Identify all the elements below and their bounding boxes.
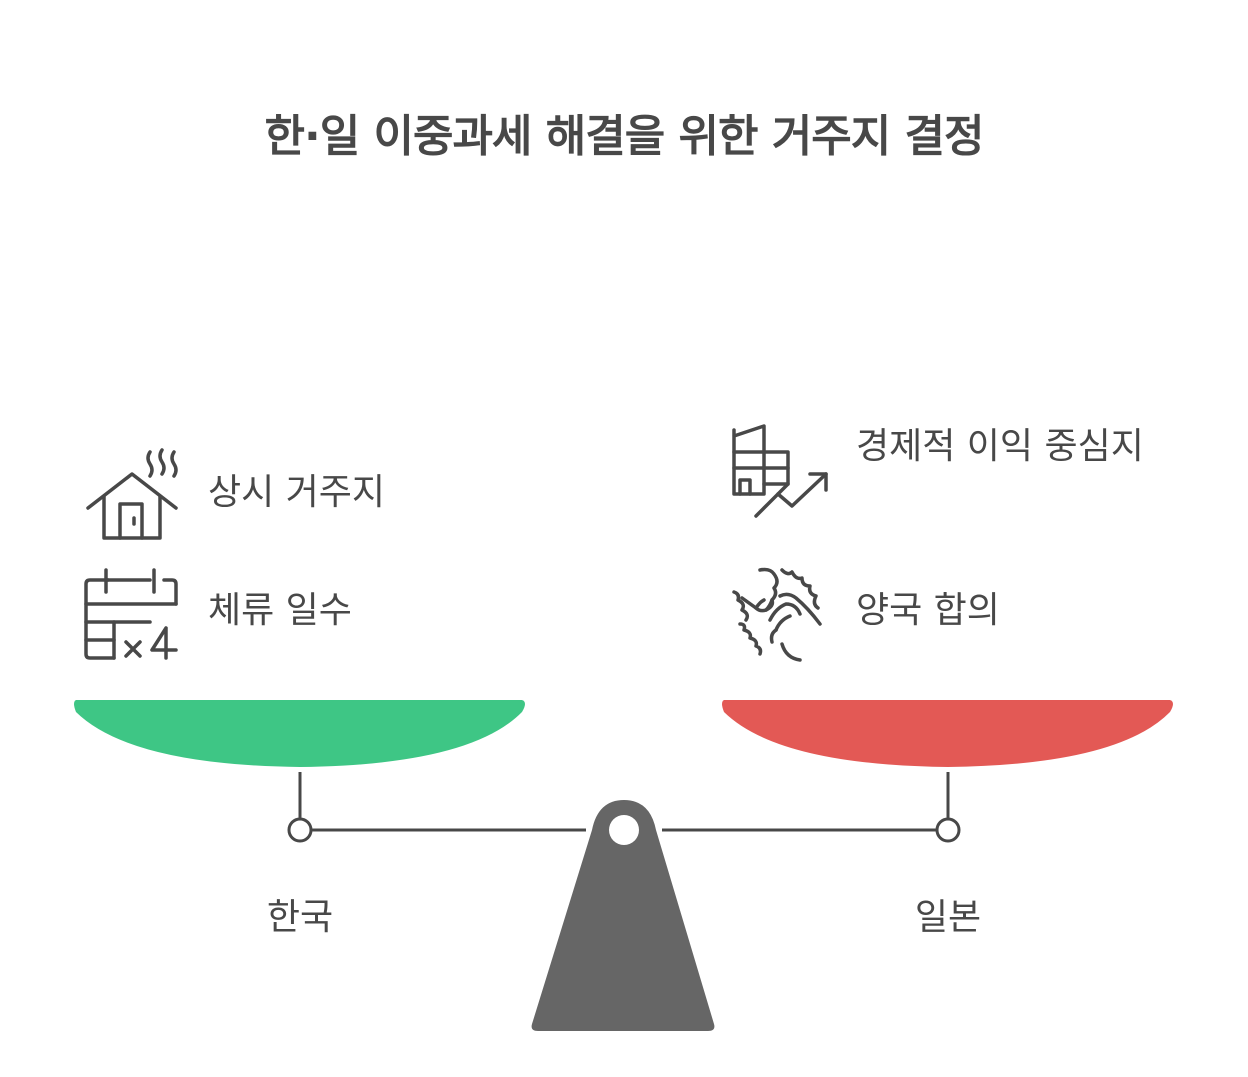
calendar-x4-icon bbox=[84, 568, 178, 660]
house-icon bbox=[86, 448, 178, 540]
item-label-permanent-home: 상시 거주지 bbox=[208, 472, 386, 513]
fulcrum bbox=[531, 800, 715, 1031]
handshake-icon bbox=[732, 567, 822, 662]
right-pan bbox=[722, 700, 1173, 767]
building-growth-icon bbox=[732, 424, 828, 518]
left-pan bbox=[74, 700, 525, 767]
country-label-japan: 일본 bbox=[914, 897, 982, 938]
item-label-mutual-agreement: 양국 합의 bbox=[856, 590, 1000, 631]
item-label-stay-days: 체류 일수 bbox=[208, 590, 352, 631]
item-label-economic-center: 경제적 이익 중심지 bbox=[856, 426, 1144, 467]
page-title: 한·일 이중과세 해결을 위한 거주지 결정 bbox=[264, 111, 985, 162]
country-label-korea: 한국 bbox=[266, 897, 334, 938]
